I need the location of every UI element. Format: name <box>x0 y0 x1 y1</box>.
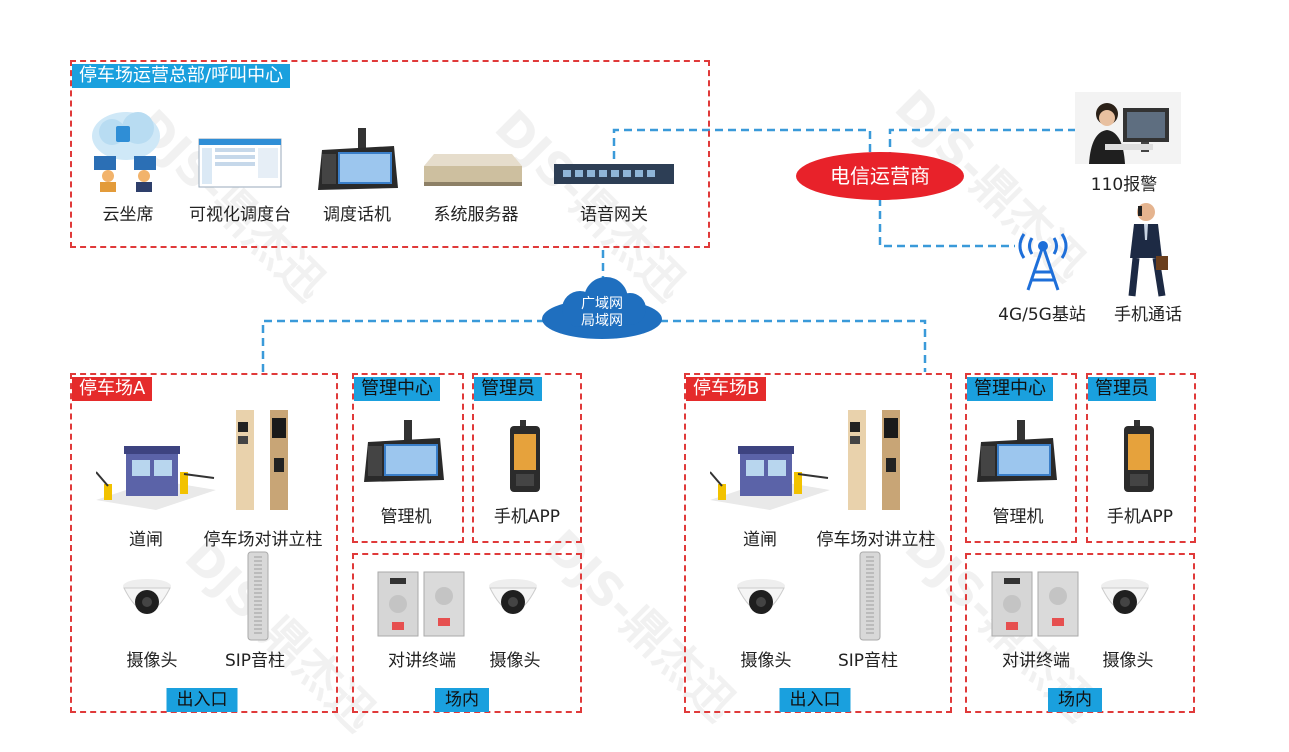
site-b-entrance-footer: 出入口 <box>779 688 851 712</box>
site-a-admin-title: 管理员 <box>474 377 542 401</box>
link-carrier-police <box>888 128 1080 160</box>
intercom-terminal-icon <box>991 571 1079 637</box>
voice-gateway-icon <box>554 164 674 184</box>
site-a-title: 停车场A <box>72 377 153 401</box>
intercom-pillar-icon <box>848 410 900 510</box>
police-label: 110报警 <box>1090 175 1158 195</box>
site-a-mgmt-center-title: 管理中心 <box>354 377 440 401</box>
site-a-inside-box <box>352 553 582 713</box>
site-b-mobile-app-label: 手机APP <box>1106 507 1174 527</box>
link-gateway-carrier <box>612 128 872 172</box>
camera-icon <box>1101 579 1149 614</box>
site-b-title: 停车场B <box>686 377 767 401</box>
site-b-inside-box <box>965 553 1195 713</box>
link-cloud-site-b <box>660 319 927 372</box>
hq-item-server: 系统服务器 <box>433 205 519 225</box>
site-b-sip-speaker-label: SIP音柱 <box>837 651 899 671</box>
dispatch-screen-icon <box>198 138 282 188</box>
hq-box <box>70 60 710 248</box>
carrier-label: 电信运营商 <box>830 164 930 188</box>
site-b-inside-footer: 场内 <box>1048 688 1102 712</box>
site-a-mgmt-center-box <box>352 373 464 543</box>
site-b-entrance-box <box>684 373 952 713</box>
hq-item-dispatch-phone: 调度话机 <box>323 205 391 225</box>
hq-item-voice-gateway: 语音网关 <box>580 205 648 225</box>
network-cloud-label: 广域网 局域网 <box>540 296 664 330</box>
police-operator-icon <box>1075 92 1181 164</box>
site-a-intercom-pillar-label: 停车场对讲立柱 <box>203 530 323 550</box>
site-a-entrance-box <box>70 373 338 713</box>
site-b-mgmt-terminal-label: 管理机 <box>992 507 1044 527</box>
mobile-call-label: 手机通话 <box>1114 305 1182 325</box>
base-station-icon <box>1018 233 1068 291</box>
base-station-label: 4G/5G基站 <box>998 305 1086 325</box>
site-b-intercom-pillar-label: 停车场对讲立柱 <box>816 530 936 550</box>
sip-speaker-column-icon <box>247 551 269 641</box>
site-b-intercom-terminal-label: 对讲终端 <box>1002 651 1070 671</box>
server-icon <box>424 154 522 186</box>
sip-speaker-column-icon <box>859 551 881 641</box>
site-a-mobile-app-label: 手机APP <box>493 507 561 527</box>
network-wan-label: 广域网 <box>581 296 623 312</box>
site-a-inside-footer: 场内 <box>435 688 489 712</box>
mobile-phone-icon <box>510 420 540 492</box>
network-cloud-icon <box>542 277 662 339</box>
site-b-admin-box <box>1086 373 1196 543</box>
site-b-camera-label: 摄像头 <box>740 651 792 671</box>
link-carrier-basestation <box>878 198 1015 248</box>
site-b-mgmt-center-box <box>965 373 1077 543</box>
site-b-barrier-gate-label: 道闸 <box>743 530 777 550</box>
management-terminal-icon <box>364 420 444 482</box>
link-cloud-site-a <box>261 319 545 372</box>
hq-item-dispatch-console: 可视化调度台 <box>189 205 291 225</box>
site-b-inside-camera-label: 摄像头 <box>1102 651 1154 671</box>
carrier-ellipse <box>796 152 964 200</box>
camera-icon <box>489 579 537 614</box>
site-b-admin-title: 管理员 <box>1088 377 1156 401</box>
site-a-admin-box <box>472 373 582 543</box>
site-a-entrance-footer: 出入口 <box>166 688 238 712</box>
barrier-gate-icon <box>96 446 216 510</box>
site-a-intercom-terminal-label: 对讲终端 <box>388 651 456 671</box>
site-a-inside-camera-label: 摄像头 <box>489 651 541 671</box>
site-a-sip-speaker-label: SIP音柱 <box>224 651 286 671</box>
camera-icon <box>737 579 785 614</box>
hq-title: 停车场运营总部/呼叫中心 <box>72 64 291 88</box>
mobile-caller-icon <box>1128 203 1168 297</box>
dispatch-phone-icon <box>318 128 398 190</box>
management-terminal-icon <box>977 420 1057 482</box>
site-a-mgmt-terminal-label: 管理机 <box>380 507 432 527</box>
hq-item-cloud-seat: 云坐席 <box>102 205 154 225</box>
intercom-pillar-icon <box>236 410 288 510</box>
barrier-gate-icon <box>710 446 830 510</box>
site-a-barrier-gate-label: 道闸 <box>129 530 163 550</box>
network-lan-label: 局域网 <box>581 313 623 329</box>
intercom-terminal-icon <box>377 571 465 637</box>
cloud-seat-icon <box>92 112 160 192</box>
site-b-mgmt-center-title: 管理中心 <box>967 377 1053 401</box>
camera-icon <box>123 579 171 614</box>
site-a-camera-label: 摄像头 <box>126 651 178 671</box>
mobile-phone-icon <box>1124 420 1154 492</box>
